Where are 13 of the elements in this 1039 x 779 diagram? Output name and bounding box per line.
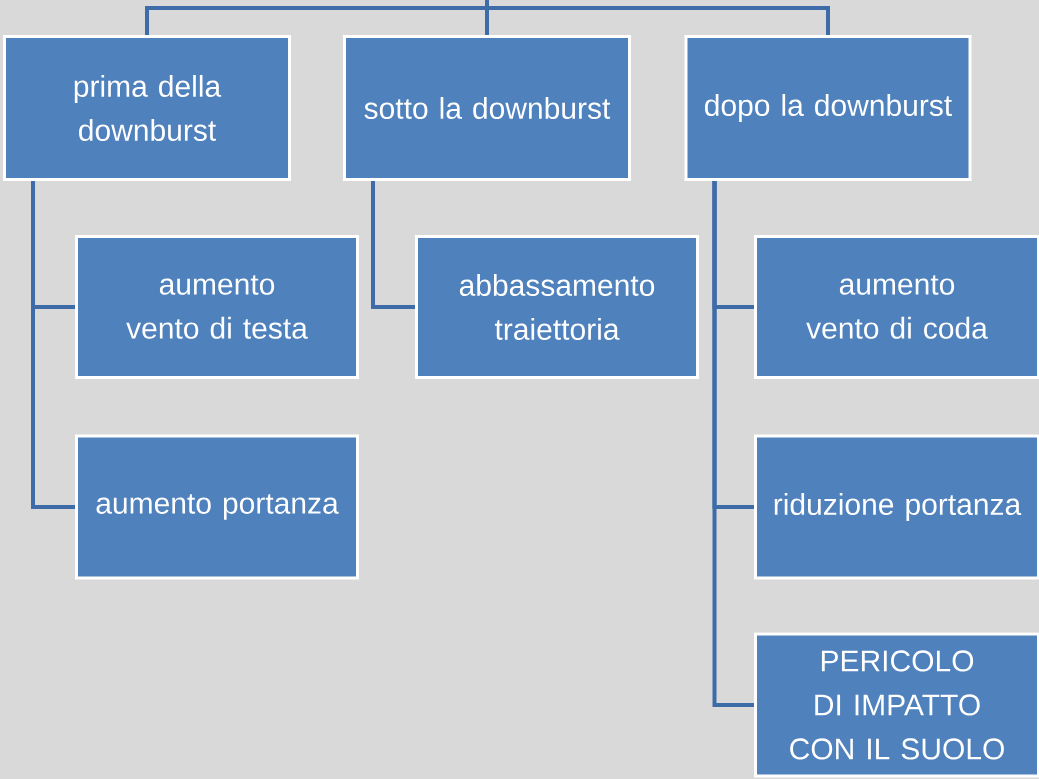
connector-line	[485, 0, 830, 35]
process-box: riduzione portanza	[754, 434, 1039, 580]
process-box: aumento portanza	[75, 434, 359, 580]
process-box: sotto la downburst	[343, 35, 631, 181]
process-box: aumento vento di coda	[754, 235, 1039, 379]
process-box: PERICOLO DI IMPATTO CON IL SUOLO	[754, 632, 1039, 778]
connector-line	[31, 181, 75, 509]
process-box: dopo la downburst	[684, 35, 972, 181]
connector-line	[371, 181, 415, 309]
connector-line	[712, 181, 754, 707]
process-box: abbassamento traiettoria	[415, 235, 699, 379]
process-box: aumento vento di testa	[75, 235, 359, 379]
process-box: prima della downburst	[3, 35, 291, 181]
